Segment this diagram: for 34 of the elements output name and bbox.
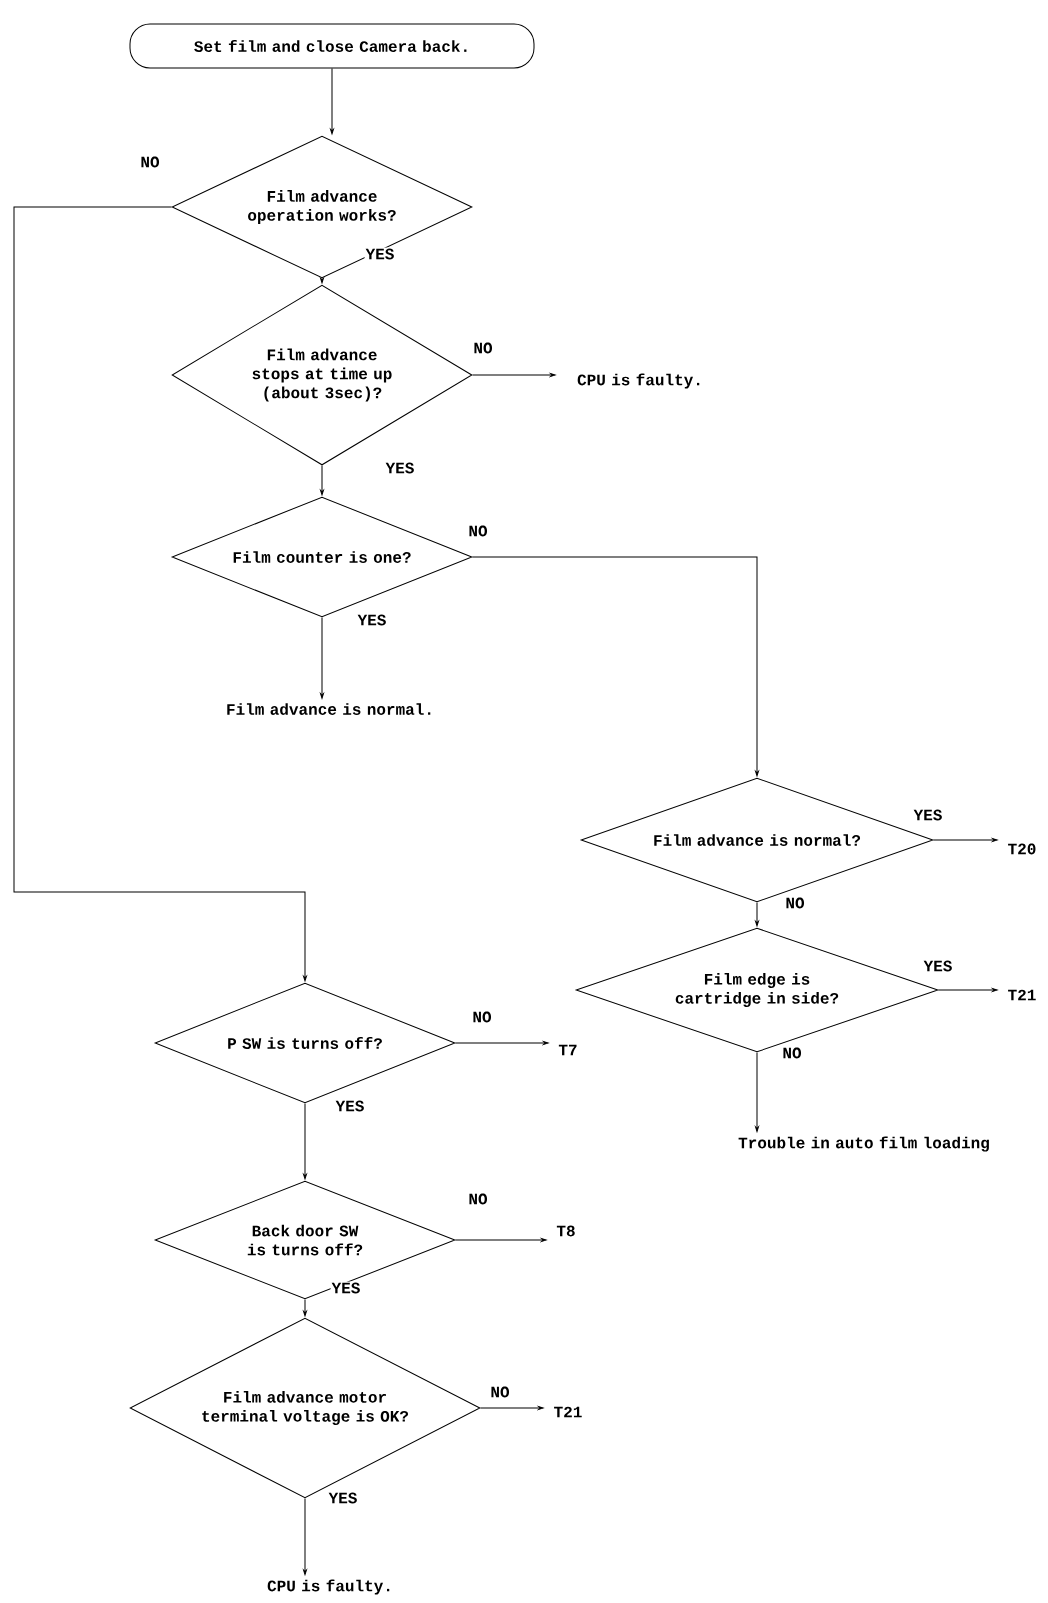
arrow bbox=[755, 1052, 759, 1133]
edge-label: NO bbox=[472, 341, 494, 355]
result-text: CPU is faulty. bbox=[577, 373, 700, 389]
result-text: Film advance is normal. bbox=[227, 703, 431, 715]
edge-label: YES bbox=[364, 247, 396, 261]
arrow bbox=[303, 1498, 307, 1576]
arrow bbox=[320, 277, 324, 284]
arrow bbox=[330, 68, 334, 135]
result-text: Trouble in auto film loading bbox=[738, 1136, 989, 1152]
arrow bbox=[755, 902, 759, 927]
edge-label: YES bbox=[330, 1281, 362, 1295]
result-text: T21 bbox=[1008, 989, 1036, 1001]
arrow bbox=[480, 1406, 544, 1410]
edge-label: NO bbox=[471, 1010, 493, 1024]
result-text: T7 bbox=[558, 1044, 577, 1056]
result-text: CPU is faulty. bbox=[267, 1579, 390, 1595]
result-text: T20 bbox=[1008, 843, 1036, 855]
arrow bbox=[303, 1103, 307, 1180]
arrow bbox=[303, 1299, 307, 1317]
arrow bbox=[320, 465, 324, 496]
arrow bbox=[13, 206, 307, 982]
arrow bbox=[320, 617, 324, 699]
result-text: T21 bbox=[554, 1406, 582, 1418]
result-text: T8 bbox=[556, 1225, 575, 1237]
edge-label: NO bbox=[489, 1385, 511, 1399]
arrow bbox=[933, 838, 998, 842]
start-terminal: Set film and close Camera back. bbox=[129, 23, 535, 69]
edge-label: NO bbox=[139, 155, 161, 169]
arrow bbox=[472, 373, 556, 377]
arrow bbox=[455, 1238, 547, 1242]
arrow bbox=[938, 988, 998, 992]
arrow bbox=[455, 1041, 549, 1045]
edge-label: NO bbox=[467, 1192, 489, 1206]
arrow bbox=[472, 556, 759, 777]
